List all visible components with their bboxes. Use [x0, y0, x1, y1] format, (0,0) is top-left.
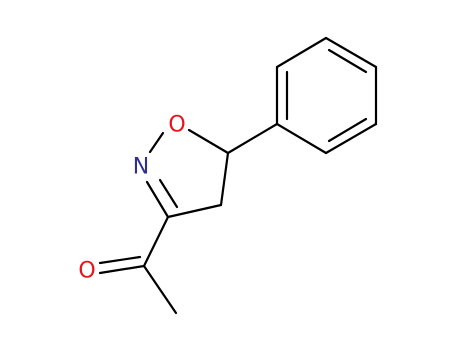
atom-nitrogen-ring: N [133, 155, 149, 180]
phenyl-ring [275, 36, 378, 155]
atom-oxygen-carbonyl: O [78, 259, 95, 284]
bond [275, 36, 328, 69]
bond [187, 128, 230, 155]
bond [324, 36, 378, 69]
bond [98, 264, 146, 275]
bond [275, 122, 328, 155]
bond [324, 122, 378, 155]
isoxazoline-ring [145, 128, 230, 219]
double-bond-inner [327, 48, 368, 74]
double-bond-inner [158, 178, 179, 209]
bond [148, 131, 165, 154]
double-bond-inner [327, 117, 368, 143]
atom-oxygen-ring: O [168, 113, 185, 138]
bond [166, 203, 223, 219]
bond [142, 264, 178, 315]
bond [219, 151, 230, 207]
bond [142, 215, 170, 268]
bond [226, 122, 279, 155]
bond [145, 180, 170, 219]
double-bond-inner [98, 255, 142, 265]
